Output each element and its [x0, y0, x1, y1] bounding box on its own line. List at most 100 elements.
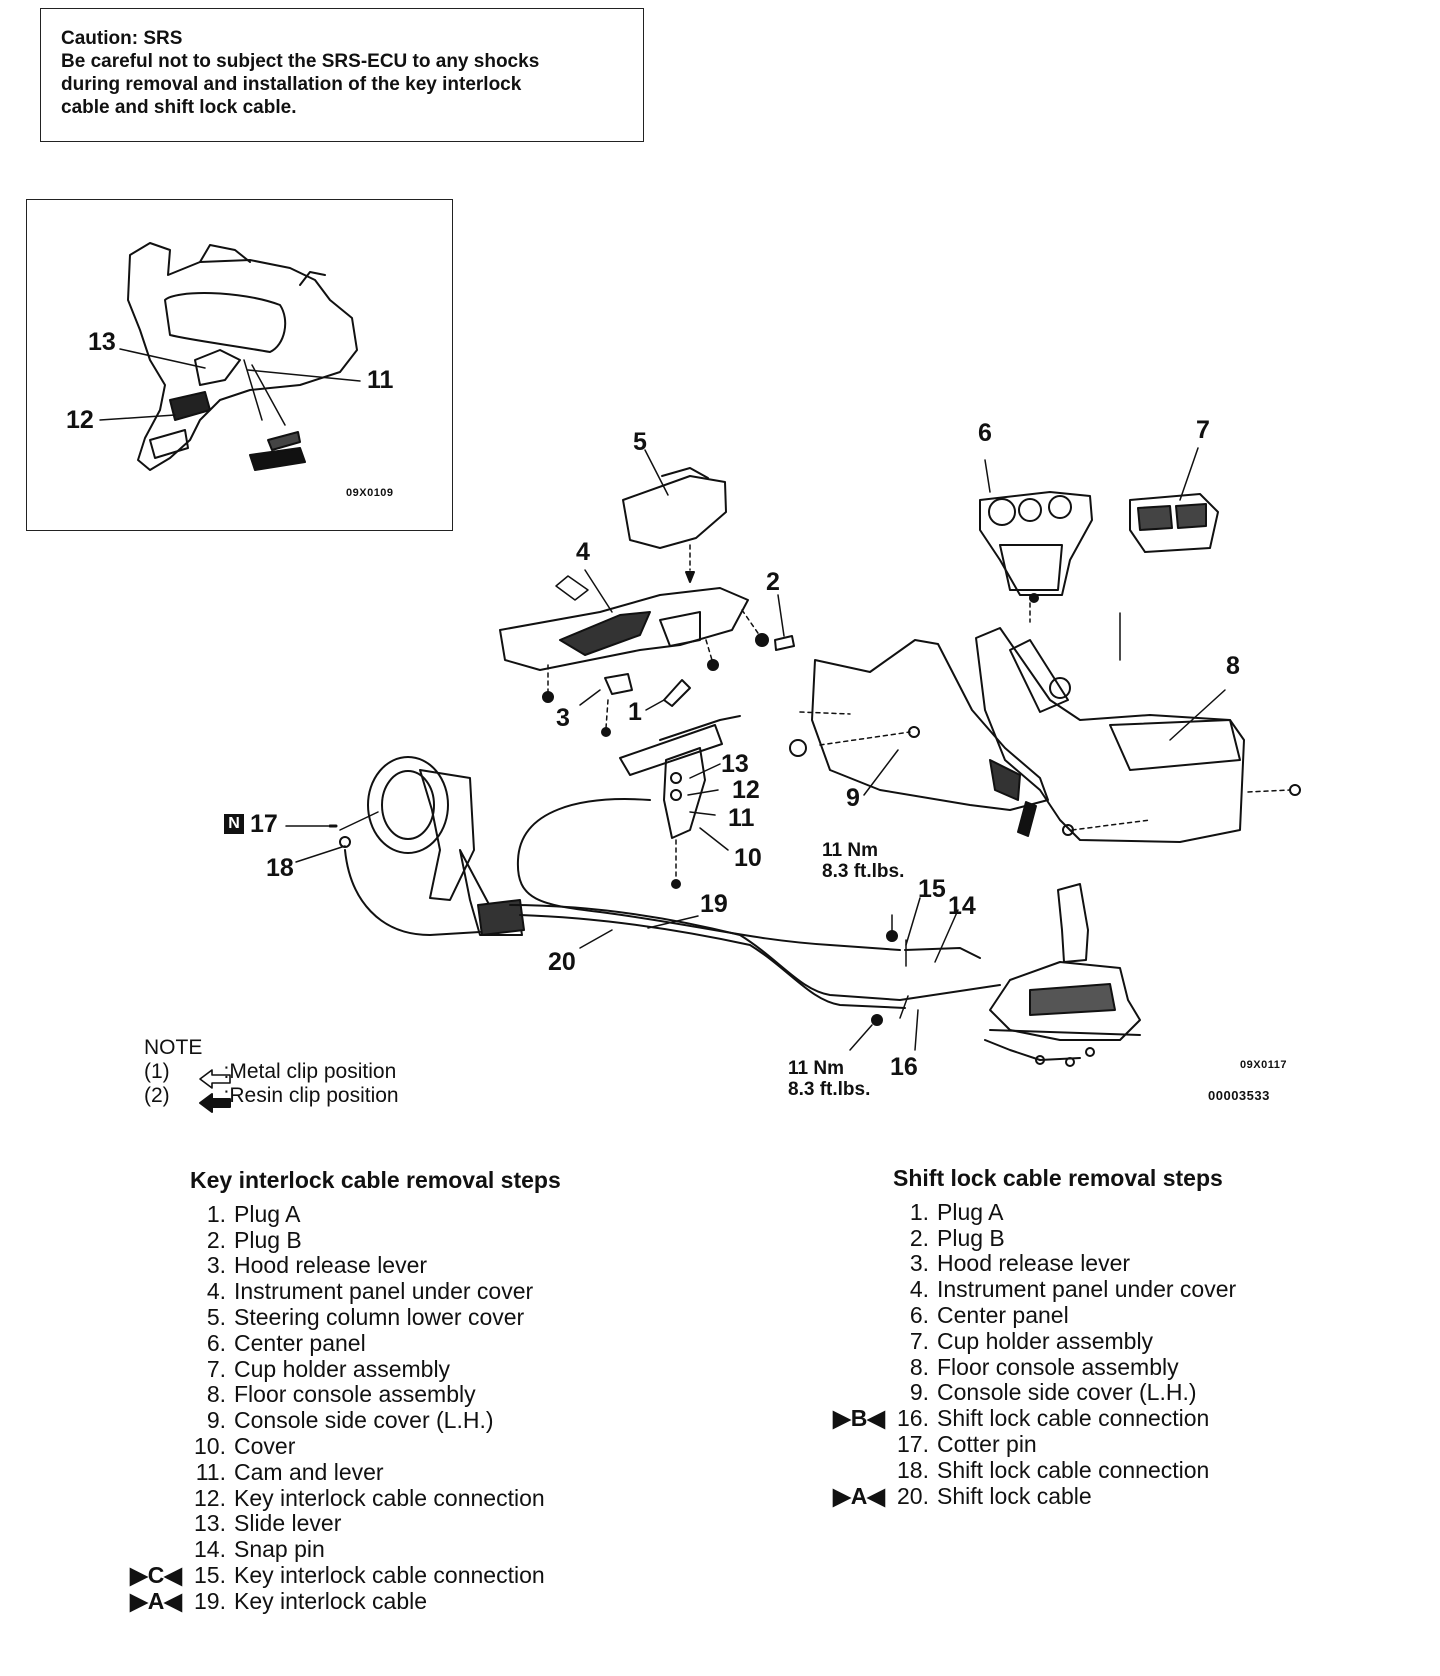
callout-7: 7 [1196, 416, 1210, 444]
shift-lock-heading: Shift lock cable removal steps [893, 1165, 1223, 1191]
steering-column-lower-cover-drawing [622, 449, 727, 583]
caution-box: Caution: SRS Be careful not to subject t… [40, 8, 644, 142]
step-number: 13. [194, 1510, 226, 1537]
torque-ftlbs: 8.3 ft.lbs. [822, 861, 905, 882]
step-text: Hood release lever [234, 1252, 428, 1279]
step-text: Floor console assembly [937, 1353, 1179, 1380]
step-number: 10. [194, 1432, 226, 1459]
step-number: 8. [206, 1381, 226, 1408]
step-number: 14. [194, 1536, 226, 1563]
note-item-num: (1) [144, 1060, 170, 1083]
step-number: 5. [206, 1303, 226, 1330]
step-number: 15. [194, 1561, 226, 1588]
step-number: 9. [909, 1379, 929, 1406]
step-number: 20. [897, 1482, 929, 1509]
callout-16: 16 [890, 1053, 918, 1081]
step-text: Snap pin [234, 1536, 325, 1563]
step-item: 5.Steering column lower cover [190, 1303, 561, 1331]
step-item: ▶B◀ 16. Shift lock cable connection [833, 1405, 1236, 1432]
center-panel-drawing [979, 459, 1093, 596]
caution-line: Be careful not to subject the SRS-ECU to… [61, 51, 540, 72]
torque-ftlbs: 8.3 ft.lbs. [788, 1079, 871, 1100]
callout-3: 3 [556, 704, 570, 732]
step-text: Cup holder assembly [234, 1355, 451, 1382]
step-item: 18. Shift lock cable connection [893, 1456, 1236, 1484]
callout-9: 9 [846, 784, 860, 812]
floor-console-drawing [975, 593, 1301, 843]
steering-column-lock-drawing [619, 715, 741, 889]
step-text: Shift lock cable connection [937, 1456, 1210, 1483]
cup-holder-drawing [1129, 447, 1219, 553]
note-item: (1) :Metal clip position [144, 1060, 399, 1084]
key-interlock-heading: Key interlock cable removal steps [190, 1167, 561, 1193]
step-text: Shift lock cable [937, 1482, 1092, 1509]
step-text: Center panel [937, 1301, 1069, 1328]
inset-callout-12: 12 [66, 406, 94, 434]
step-text: Hood release lever [937, 1250, 1131, 1277]
step-text: Cup holder assembly [937, 1327, 1154, 1354]
note-item: (2) :Resin clip position [144, 1084, 399, 1108]
note-heading: NOTE [144, 1036, 203, 1059]
callout-11: 11 [728, 804, 755, 832]
step-text: Key interlock cable [234, 1587, 428, 1614]
note-block: NOTE (1) :Metal clip position (2) :Resin… [144, 1036, 399, 1108]
callout-4: 4 [576, 538, 590, 566]
step-item: 7. Cup holder assembly [893, 1327, 1236, 1355]
callout-19: 19 [700, 890, 728, 918]
step-item: 11.Cam and lever [190, 1458, 561, 1486]
service-point-mark: ▶B◀ [833, 1405, 885, 1432]
step-text: Plug B [234, 1226, 302, 1253]
step-text: Plug A [937, 1198, 1004, 1225]
callout-14: 14 [948, 892, 976, 920]
step-item: 10.Cover [190, 1432, 561, 1460]
note-item-num: (2) [144, 1084, 170, 1107]
step-item: 8.Floor console assembly [190, 1381, 561, 1408]
step-number: 2. [206, 1226, 226, 1253]
step-number: 7. [909, 1327, 929, 1354]
note-item-text: :Metal clip position [223, 1060, 397, 1083]
caution-title: Caution: SRS [61, 28, 183, 49]
step-item: 9. Console side cover (L.H.) [893, 1379, 1236, 1406]
step-item: ▶C◀15.Key interlock cable connection [130, 1561, 561, 1589]
inset-callout-11: 11 [367, 366, 394, 394]
step-text: Cotter pin [937, 1430, 1037, 1457]
step-number: 17. [897, 1430, 929, 1457]
callout-18: 18 [266, 854, 294, 882]
step-text: Plug B [937, 1224, 1005, 1251]
step-number: 6. [909, 1301, 929, 1328]
step-item: 8.Floor console assembly [893, 1353, 1236, 1381]
step-item: 4. Instrument panel under cover [893, 1276, 1237, 1303]
step-number: 1. [909, 1198, 929, 1225]
step-text: Plug A [234, 1200, 301, 1227]
step-number: 1. [206, 1200, 226, 1227]
step-text: Instrument panel under cover [937, 1276, 1237, 1303]
step-item: 9.Console side cover (L.H.) [190, 1407, 561, 1434]
figure-code: 00003533 [1208, 1088, 1270, 1103]
step-item: 2.Plug B [893, 1224, 1236, 1252]
step-number: 16. [897, 1405, 929, 1432]
nut-badge-icon: N [224, 814, 244, 834]
instrument-panel-under-cover-drawing [499, 569, 795, 703]
step-number: 11. [195, 1458, 226, 1485]
step-item: 6.Center panel [190, 1330, 561, 1357]
callout-13: 13 [721, 750, 749, 778]
callout-8: 8 [1226, 652, 1240, 680]
step-text: Shift lock cable connection [937, 1405, 1210, 1432]
console-side-cover-drawing [789, 639, 1049, 837]
inset-callout-13: 13 [88, 328, 116, 356]
callout-15: 15 [918, 875, 946, 903]
step-number: 18. [897, 1456, 929, 1483]
callout-5: 5 [633, 428, 647, 456]
step-number: 7. [206, 1355, 226, 1382]
step-item: 14. Snap pin [190, 1536, 561, 1563]
step-text: Console side cover (L.H.) [937, 1379, 1197, 1406]
callout-1: 1 [628, 698, 642, 726]
step-item: 6. Center panel [893, 1301, 1236, 1329]
step-item: ▶A◀19.Key interlock cable [130, 1587, 561, 1615]
callout-17-label: 17 [250, 810, 278, 838]
callout-12: 12 [732, 776, 760, 804]
callout-2: 2 [766, 568, 780, 596]
step-number: 4. [909, 1276, 929, 1303]
